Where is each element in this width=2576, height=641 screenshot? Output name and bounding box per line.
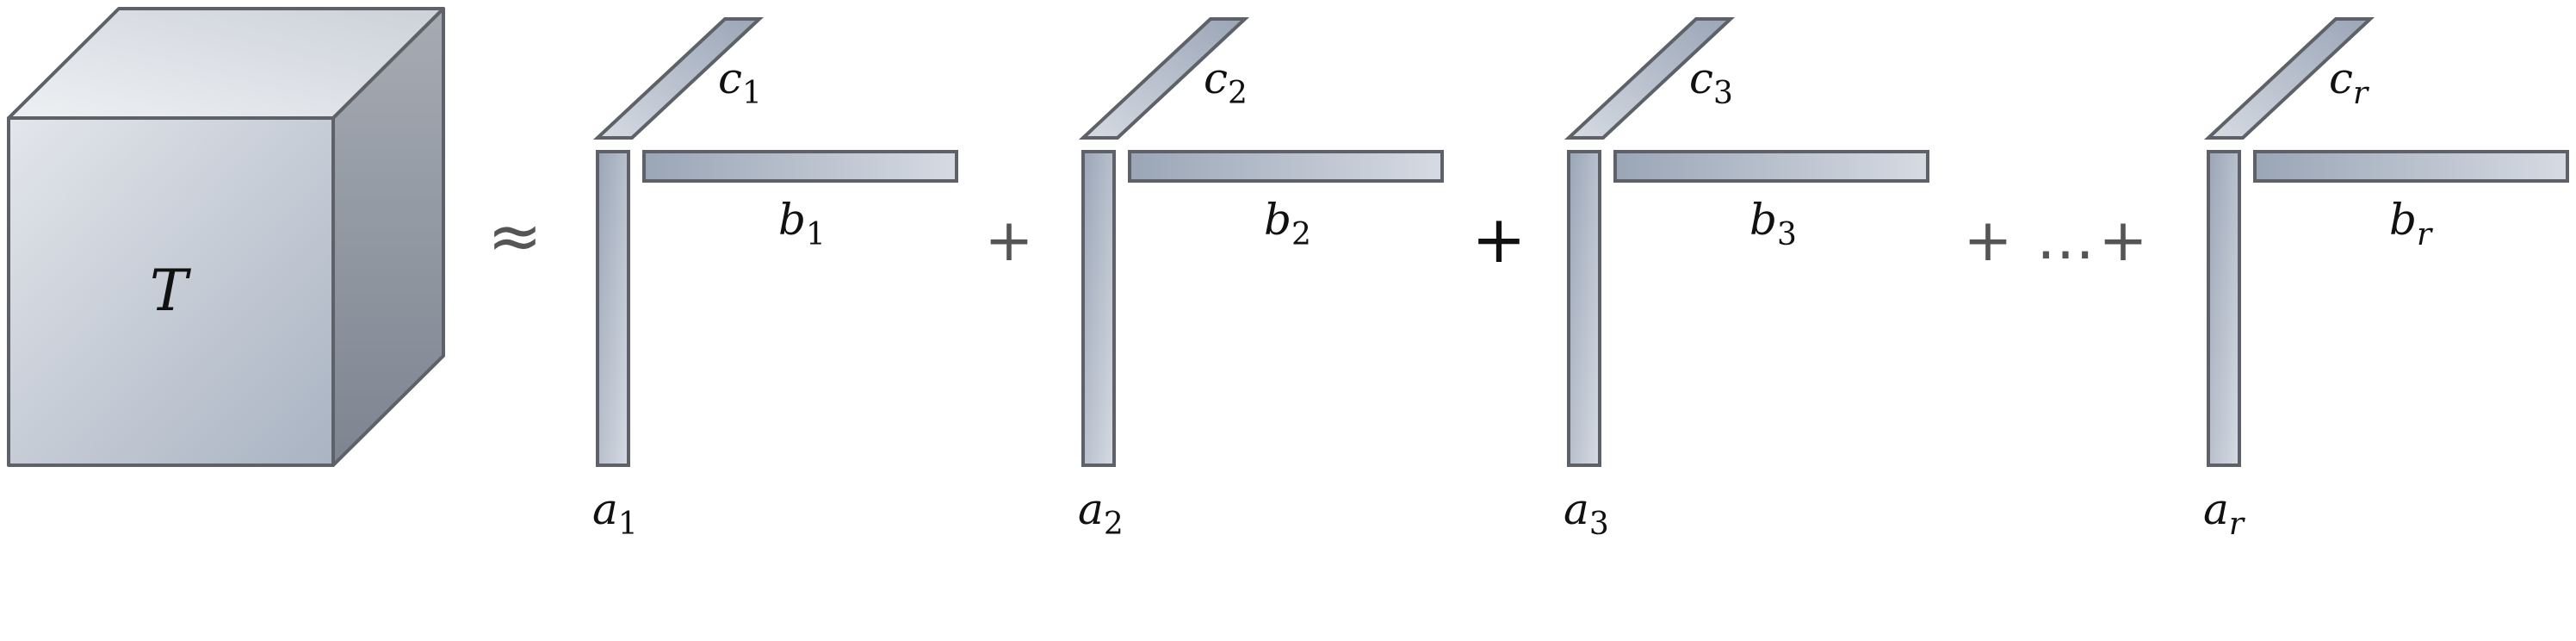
label-a-2: a2	[1078, 484, 1124, 542]
label-c-2: c2	[1204, 53, 1248, 111]
label-c-4: cr	[2329, 53, 2369, 111]
tensor-cube: T	[7, 7, 445, 467]
rank-one-components: c1 b1 a1 c2 b2 a2 c3 b3 a3 cr br ar	[592, 17, 2569, 542]
tensor-label: T	[150, 258, 192, 324]
plus-sign-3: +	[1964, 207, 2013, 275]
rank-one-term-2: c2 b2 a2	[1078, 17, 1444, 542]
rank-one-term-3: c3 b3 a3	[1564, 17, 1929, 542]
vector-a-bar-3	[1567, 150, 1601, 467]
label-a-1: a1	[592, 484, 638, 542]
plus-sign-4: +	[2099, 207, 2148, 275]
label-c-3: c3	[1689, 53, 1733, 111]
vector-a-bar-1	[596, 150, 630, 467]
plus-sign-2: +	[1471, 201, 1526, 277]
approx-symbol: ≈	[487, 197, 542, 274]
cube-front-face	[7, 116, 335, 467]
vector-a-bar-4	[2207, 150, 2241, 467]
ellipsis: …	[2036, 205, 2095, 273]
label-a-3: a3	[1564, 484, 1609, 542]
vector-c-bar-1	[592, 17, 765, 140]
vector-c-bar-4	[2203, 17, 2375, 140]
vector-b-bar-4	[2253, 150, 2569, 183]
rank-one-term-4: cr br ar	[2203, 17, 2569, 542]
vector-c-bar-2	[1078, 17, 1250, 140]
label-b-4: br	[2389, 195, 2433, 252]
vector-c-bar-3	[1564, 17, 1736, 140]
label-a-4: ar	[2203, 484, 2245, 542]
label-b-2: b2	[1264, 195, 1311, 252]
label-c-1: c1	[718, 53, 762, 111]
vector-a-bar-2	[1081, 150, 1116, 467]
plus-sign-1: +	[985, 207, 1034, 275]
vector-b-bar-2	[1128, 150, 1444, 183]
vector-b-bar-1	[642, 150, 958, 183]
label-b-1: b1	[778, 195, 826, 252]
vector-b-bar-3	[1613, 150, 1929, 183]
rank-one-term-1: c1 b1 a1	[592, 17, 958, 542]
label-b-3: b3	[1749, 195, 1797, 252]
